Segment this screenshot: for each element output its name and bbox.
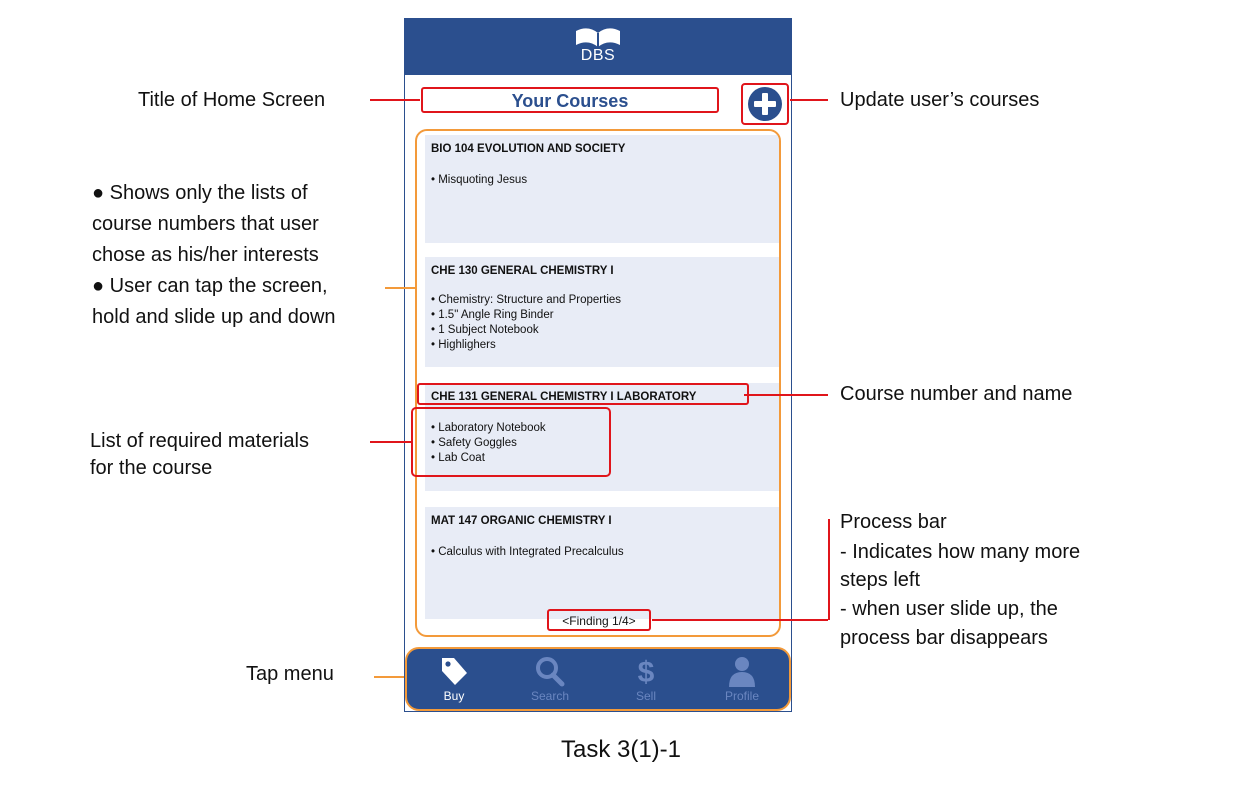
- annotation-shows-line: ● User can tap the screen,: [92, 275, 328, 297]
- course-title: BIO 104 EVOLUTION AND SOCIETY: [431, 143, 626, 155]
- course-card[interactable]: BIO 104 EVOLUTION AND SOCIETY • Misquoti…: [425, 135, 779, 243]
- course-list[interactable]: BIO 104 EVOLUTION AND SOCIETY • Misquoti…: [415, 129, 781, 637]
- tab-buy[interactable]: Buy: [409, 649, 499, 709]
- material-item: • Calculus with Integrated Precalculus: [431, 546, 624, 558]
- material-item: • Chemistry: Structure and Properties: [431, 294, 622, 306]
- course-card[interactable]: CHE 130 GENERAL CHEMISTRY I • Chemistry:…: [425, 257, 779, 367]
- page-title: Your Courses: [511, 91, 629, 111]
- annotation-line: [744, 394, 828, 396]
- tab-search[interactable]: Search: [505, 649, 595, 709]
- annotation-process: process bar disappears: [840, 627, 1048, 649]
- course-card[interactable]: CHE 131 GENERAL CHEMISTRY I LABORATORY •…: [425, 383, 779, 491]
- material-item: • Laboratory Notebook: [431, 422, 546, 434]
- progress-indicator: <Finding 1/4>: [547, 609, 651, 631]
- annotation-shows-line: chose as his/her interests: [92, 244, 319, 266]
- course-title: CHE 130 GENERAL CHEMISTRY I: [431, 265, 614, 277]
- tag-icon: [442, 658, 467, 685]
- annotation-shows-line: course numbers that user: [92, 213, 319, 235]
- annotation-line: [790, 99, 828, 101]
- annotation-materials: List of required materials: [90, 430, 309, 452]
- annotation-update: Update user’s courses: [840, 89, 1040, 111]
- annotation-process: steps left: [840, 569, 921, 591]
- progress-text: <Finding 1/4>: [562, 614, 636, 628]
- user-icon: [729, 657, 755, 687]
- annotation-line: [370, 99, 420, 101]
- dollar-icon: $: [638, 656, 655, 687]
- dbs-logo: DBS: [570, 25, 626, 69]
- course-title: CHE 131 GENERAL CHEMISTRY I LABORATORY: [431, 391, 697, 403]
- course-title: MAT 147 ORGANIC CHEMISTRY I: [431, 515, 612, 527]
- tab-menu: Buy Search $ Sell Profile: [405, 647, 791, 711]
- material-item: • 1.5" Angle Ring Binder: [431, 309, 554, 321]
- annotation-line: [828, 519, 830, 620]
- annotation-line: [370, 441, 412, 443]
- figure-caption: Task 3(1)-1: [560, 736, 682, 763]
- add-course-button[interactable]: [748, 87, 782, 121]
- material-item: • 1 Subject Notebook: [431, 324, 539, 336]
- materials-highlight: [411, 407, 611, 477]
- course-number-highlight: [417, 383, 749, 405]
- search-icon: [536, 657, 565, 687]
- tab-label: Profile: [724, 689, 759, 703]
- course-card[interactable]: MAT 147 ORGANIC CHEMISTRY I • Calculus w…: [425, 507, 779, 619]
- annotation-process: Process bar: [840, 511, 947, 533]
- phone-screen: DBS Your Courses BIO 104 EVOLUTION AND S…: [404, 18, 792, 712]
- annotation-line: [385, 287, 415, 289]
- plus-icon-bar: [754, 101, 776, 107]
- material-item: • Highlighers: [431, 339, 496, 351]
- material-item: • Misquoting Jesus: [431, 174, 528, 186]
- annotation-line: [374, 676, 404, 678]
- annotation-title: Title of Home Screen: [138, 89, 326, 111]
- app-header: DBS: [405, 19, 791, 75]
- update-courses-highlight: [741, 83, 789, 125]
- tab-label: Sell: [635, 689, 656, 703]
- title-highlight: Your Courses: [421, 87, 719, 113]
- annotation-materials: for the course: [90, 457, 213, 479]
- tab-sell[interactable]: $ Sell: [601, 649, 691, 709]
- book-icon: [576, 28, 620, 47]
- annotation-line: [652, 619, 828, 621]
- annotation-tap-menu: Tap menu: [246, 663, 334, 685]
- material-item: • Lab Coat: [431, 452, 485, 464]
- tab-profile[interactable]: Profile: [697, 649, 787, 709]
- annotation-shows-line: hold and slide up and down: [92, 306, 336, 328]
- material-item: • Safety Goggles: [431, 437, 517, 449]
- tab-label: Search: [530, 689, 570, 703]
- annotation-process: - when user slide up, the: [840, 598, 1058, 620]
- tab-label: Buy: [443, 689, 465, 703]
- svg-text:$: $: [638, 656, 655, 687]
- annotation-process: - Indicates how many more: [840, 541, 1081, 563]
- annotation-course-number: Course number and name: [840, 383, 1073, 405]
- annotation-shows-line: ● Shows only the lists of: [92, 182, 308, 204]
- logo-text: DBS: [580, 47, 616, 64]
